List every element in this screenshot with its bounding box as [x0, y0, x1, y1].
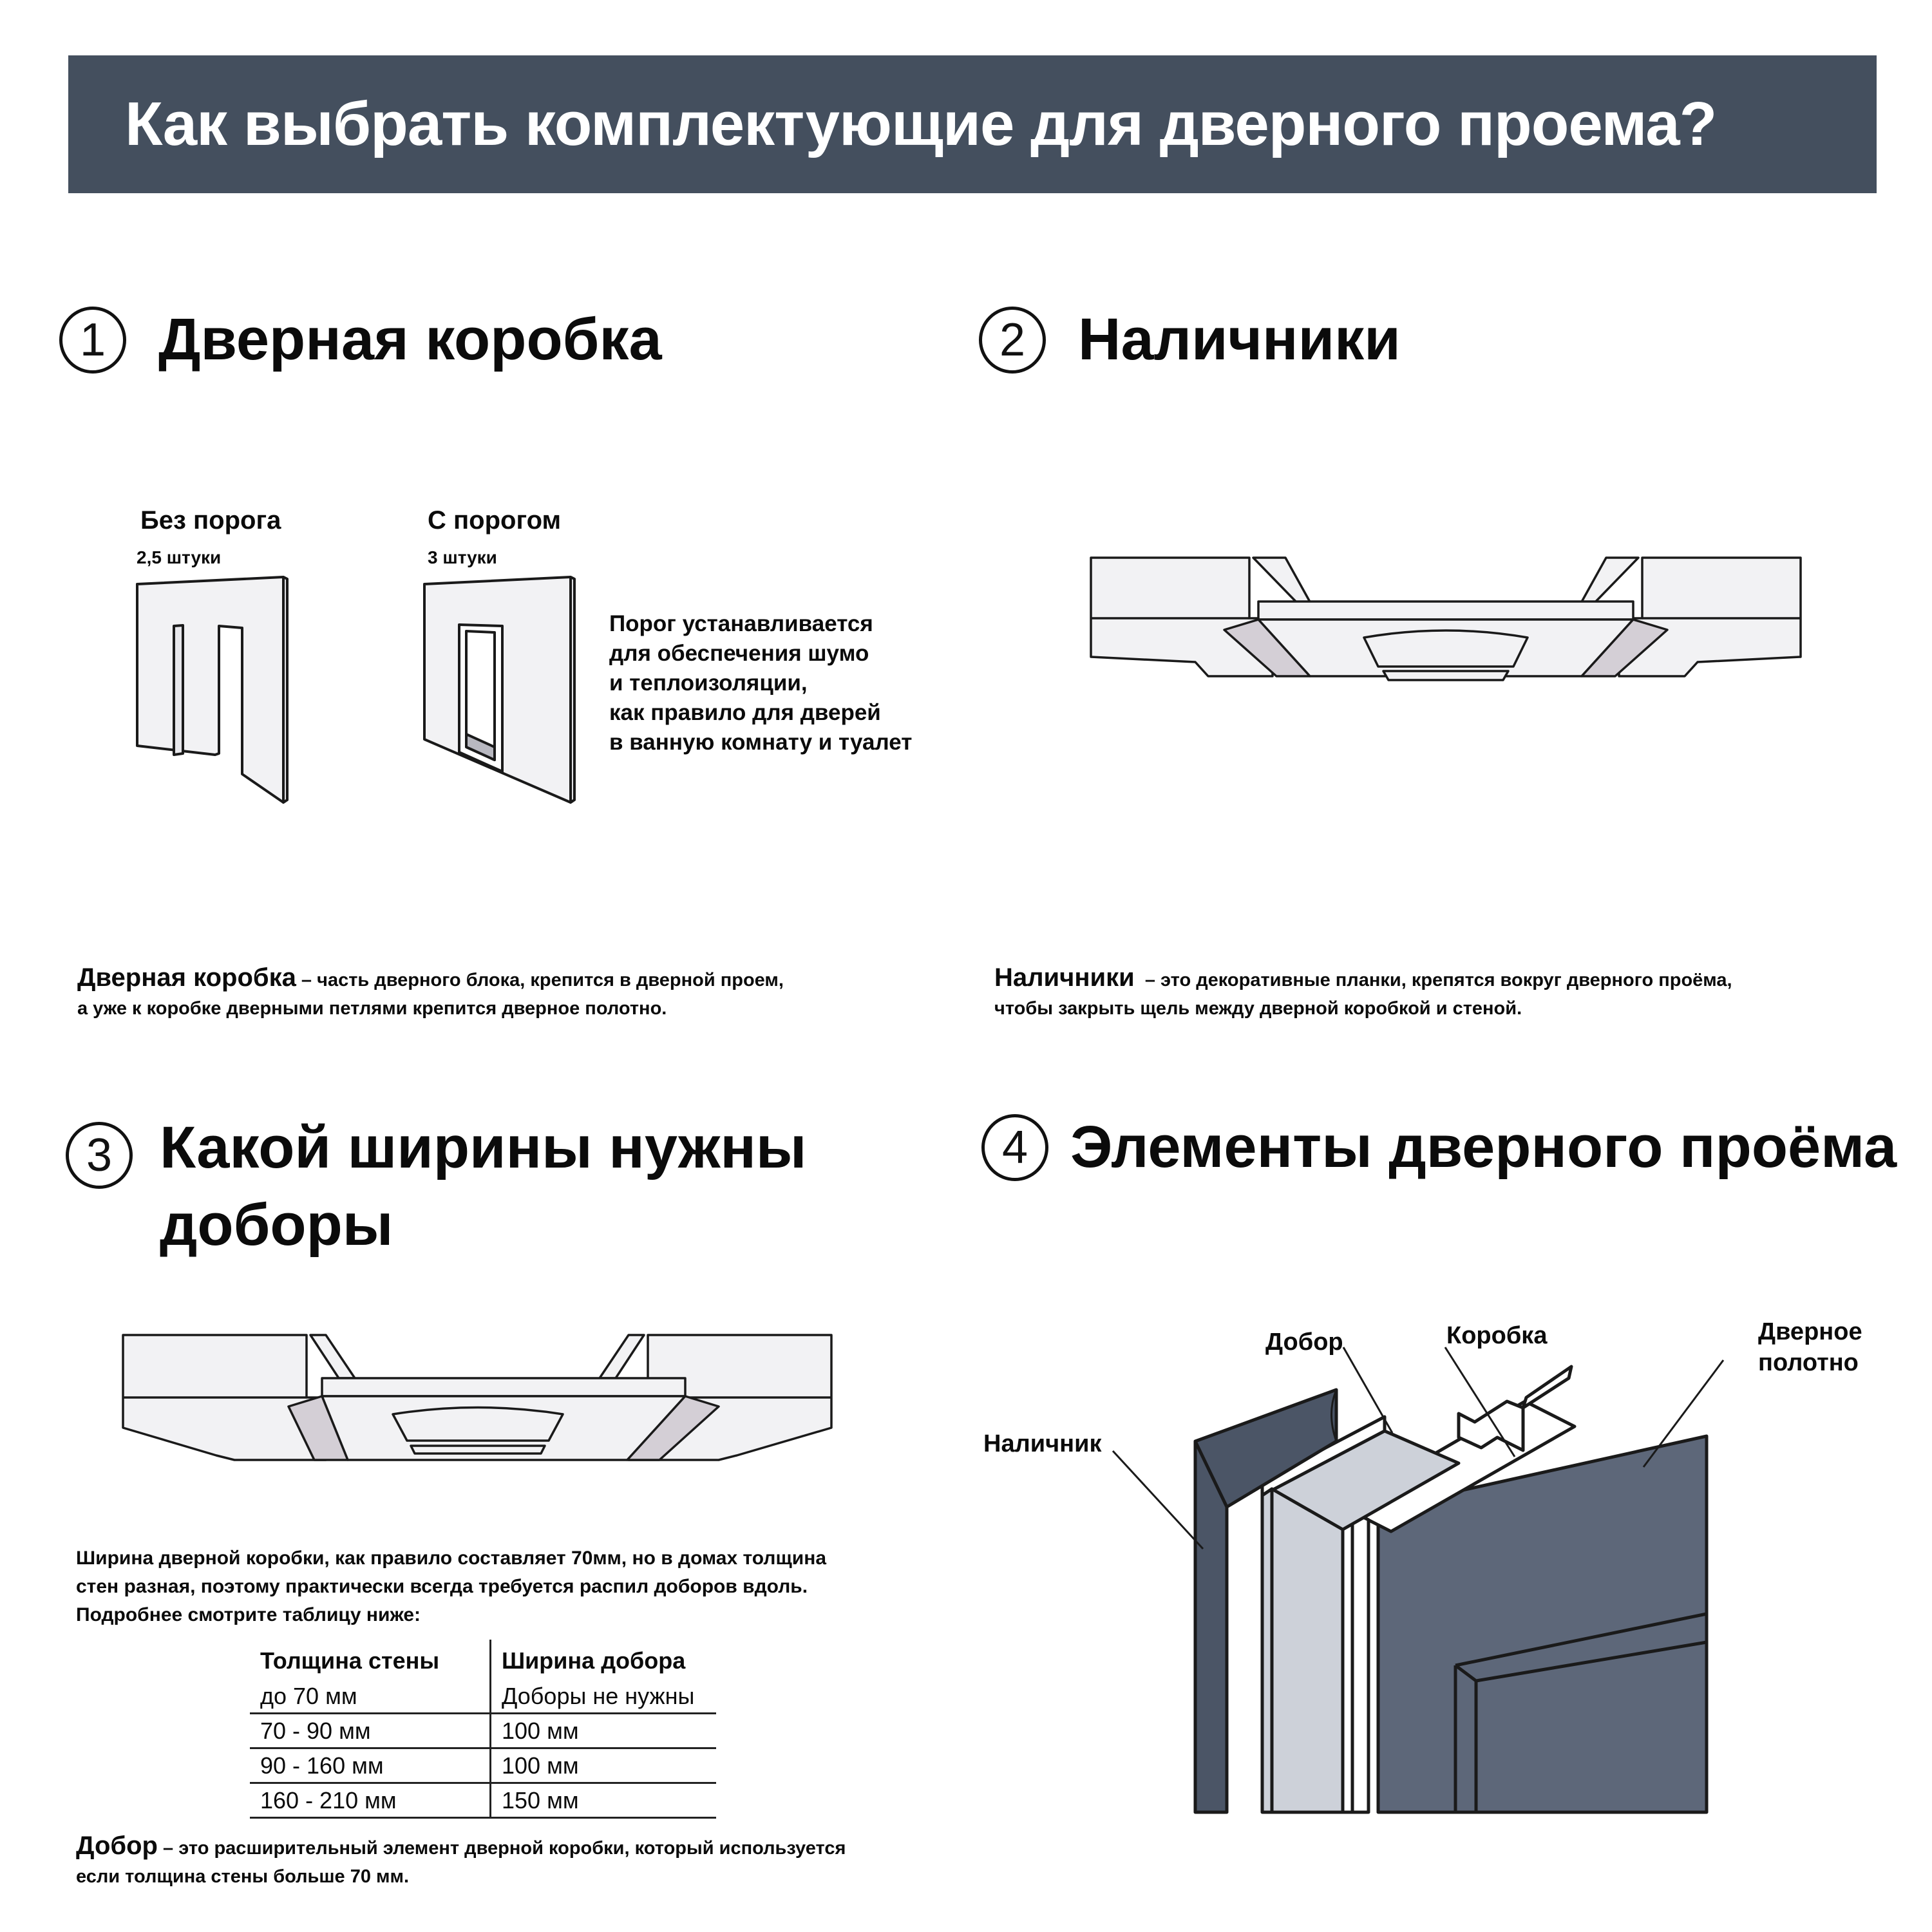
intro-line: стен разная, поэтому практически всегда …	[76, 1576, 808, 1597]
page-title: Как выбрать комплектующие для дверного п…	[125, 90, 1717, 158]
description-line: – это расширительный элемент дверной кор…	[158, 1838, 846, 1859]
table-cell: 100 мм	[490, 1747, 716, 1783]
description-line: а уже к коробке дверными петлями крепитс…	[77, 998, 667, 1019]
table-cell: 100 мм	[490, 1712, 716, 1748]
term-nalichniki: Наличники	[994, 963, 1135, 992]
table-cell: 150 мм	[490, 1782, 716, 1819]
table-row: 90 - 160 мм 100 мм	[250, 1747, 716, 1783]
threshold-note-line: и теплоизоляции,	[609, 670, 808, 696]
threshold-note-line: для обеспечения шумо	[609, 641, 869, 666]
section-3-title: Какой ширины нужны доборы	[160, 1109, 807, 1264]
table-header-wall-thickness: Толщина стены	[250, 1640, 491, 1680]
variant-no-threshold-label: Без порога	[140, 506, 281, 535]
threshold-note-line: как правило для дверей	[609, 700, 881, 725]
table-cell: 160 - 210 мм	[250, 1782, 491, 1819]
trim-cross-section-illustration	[1090, 556, 1802, 681]
table-cell: 90 - 160 мм	[250, 1747, 491, 1783]
variant-threshold-count: 3 штуки	[428, 547, 497, 567]
threshold-note-line: Порог устанавливается	[609, 611, 873, 636]
section-3-heading: 3 Какой ширины нужны доборы	[66, 1109, 807, 1264]
table-row: 70 - 90 мм 100 мм	[250, 1712, 716, 1748]
term-korobka: Дверная коробка	[77, 963, 296, 992]
section-3-description: Добор – это расширительный элемент дверн…	[76, 1832, 846, 1891]
section-4-title: Элементы дверного проёма	[1070, 1114, 1897, 1180]
section-1-description: Дверная коробка – часть дверного блока, …	[77, 963, 784, 1023]
section-1-heading: 1 Дверная коробка	[59, 301, 662, 379]
table-row: 160 - 210 мм 150 мм	[250, 1782, 716, 1819]
callout-door-leaf: Дверное полотно	[1758, 1316, 1862, 1378]
section-4-heading: 4 Элементы дверного проёма	[981, 1109, 1897, 1186]
number-badge-1: 1	[59, 306, 126, 374]
header-banner: Как выбрать комплектующие для дверного п…	[68, 55, 1877, 193]
term-dobor: Добор	[76, 1832, 158, 1860]
number-badge-3: 3	[66, 1122, 133, 1189]
section-2-title: Наличники	[1078, 307, 1401, 372]
table-cell: 70 - 90 мм	[250, 1712, 491, 1748]
description-line: чтобы закрыть щель между дверной коробко…	[994, 998, 1522, 1019]
section-1-title: Дверная коробка	[158, 307, 662, 372]
table-row: до 70 мм Доборы не нужны	[250, 1680, 716, 1714]
section-3-intro: Ширина дверной коробки, как правило сост…	[76, 1544, 826, 1629]
variant-no-threshold-count: 2,5 штуки	[137, 547, 222, 567]
section-2-description: Наличники – это декоративные планки, кре…	[994, 963, 1732, 1023]
description-line: – это декоративные планки, крепятся вокр…	[1134, 970, 1732, 990]
section-3-title-line: Какой ширины нужны	[160, 1115, 807, 1180]
section-3-title-line: доборы	[160, 1192, 393, 1258]
number-badge-4: 4	[981, 1113, 1048, 1181]
callout-dobor: Добор	[1265, 1329, 1343, 1356]
callout-door-leaf-line: Дверное	[1758, 1318, 1862, 1345]
callout-door-leaf-line: полотно	[1758, 1349, 1859, 1376]
description-line: – часть дверного блока, крепится в дверн…	[296, 970, 784, 990]
threshold-note: Порог устанавливается для обеспечения шу…	[609, 609, 912, 757]
callout-korobka: Коробка	[1446, 1322, 1548, 1349]
threshold-note-line: в ванную комнату и туалет	[609, 730, 913, 755]
section-2-heading: 2 Наличники	[979, 301, 1401, 379]
table-header-extension-width: Ширина добора	[502, 1647, 686, 1674]
table-cell: до 70 мм	[250, 1680, 491, 1714]
table-cell: Доборы не нужны	[502, 1682, 695, 1709]
intro-line: Подробнее смотрите таблицу ниже:	[76, 1604, 421, 1625]
description-line: если толщина стены больше 70 мм.	[76, 1866, 410, 1887]
intro-line: Ширина дверной коробки, как правило сост…	[76, 1548, 827, 1569]
extension-width-table: Толщина стены Ширина добора до 70 мм Доб…	[250, 1640, 716, 1819]
callout-nalichnik: Наличник	[983, 1430, 1102, 1457]
variant-threshold-label: С порогом	[428, 506, 562, 535]
extension-cross-section-illustration	[122, 1334, 833, 1461]
number-badge-2: 2	[979, 306, 1046, 374]
